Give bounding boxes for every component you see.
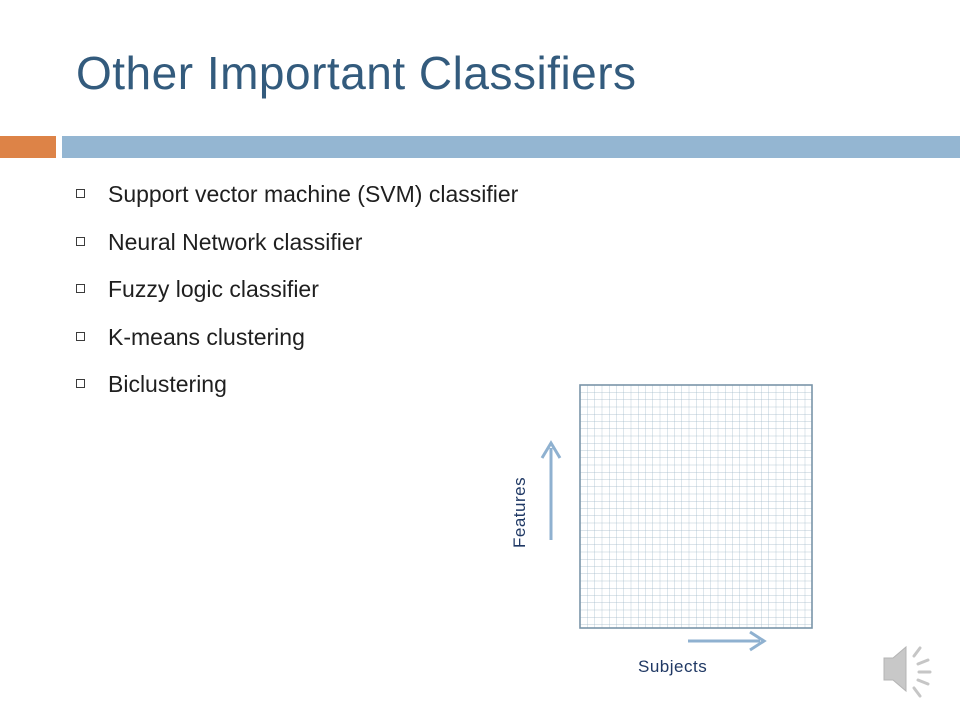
data-matrix-grid: [579, 384, 813, 629]
bullet-square-icon: [76, 236, 85, 246]
bullet-item: K-means clustering: [76, 321, 518, 369]
bullet-item: Support vector machine (SVM) classifier: [76, 178, 518, 226]
bullet-square-icon: [76, 379, 85, 388]
subjects-axis-label: Subjects: [638, 657, 708, 676]
slide-title: Other Important Classifiers: [76, 47, 637, 99]
bullet-square-icon: [76, 189, 85, 198]
bullet-list: Support vector machine (SVM) classifier …: [76, 178, 518, 416]
bullet-item: Fuzzy logic classifier: [76, 273, 518, 321]
features-arrow-icon: [540, 440, 562, 540]
speaker-icon[interactable]: [883, 645, 932, 698]
bullet-item: Biclustering: [76, 368, 518, 416]
accent-bar: [0, 136, 56, 158]
bullet-item: Neural Network classifier: [76, 226, 518, 274]
subjects-arrow-icon: [688, 630, 767, 652]
bullet-square-icon: [76, 331, 85, 341]
features-axis-label: Features: [510, 476, 529, 548]
bullet-square-icon: [76, 284, 85, 293]
title-underline-bar: [62, 136, 960, 158]
